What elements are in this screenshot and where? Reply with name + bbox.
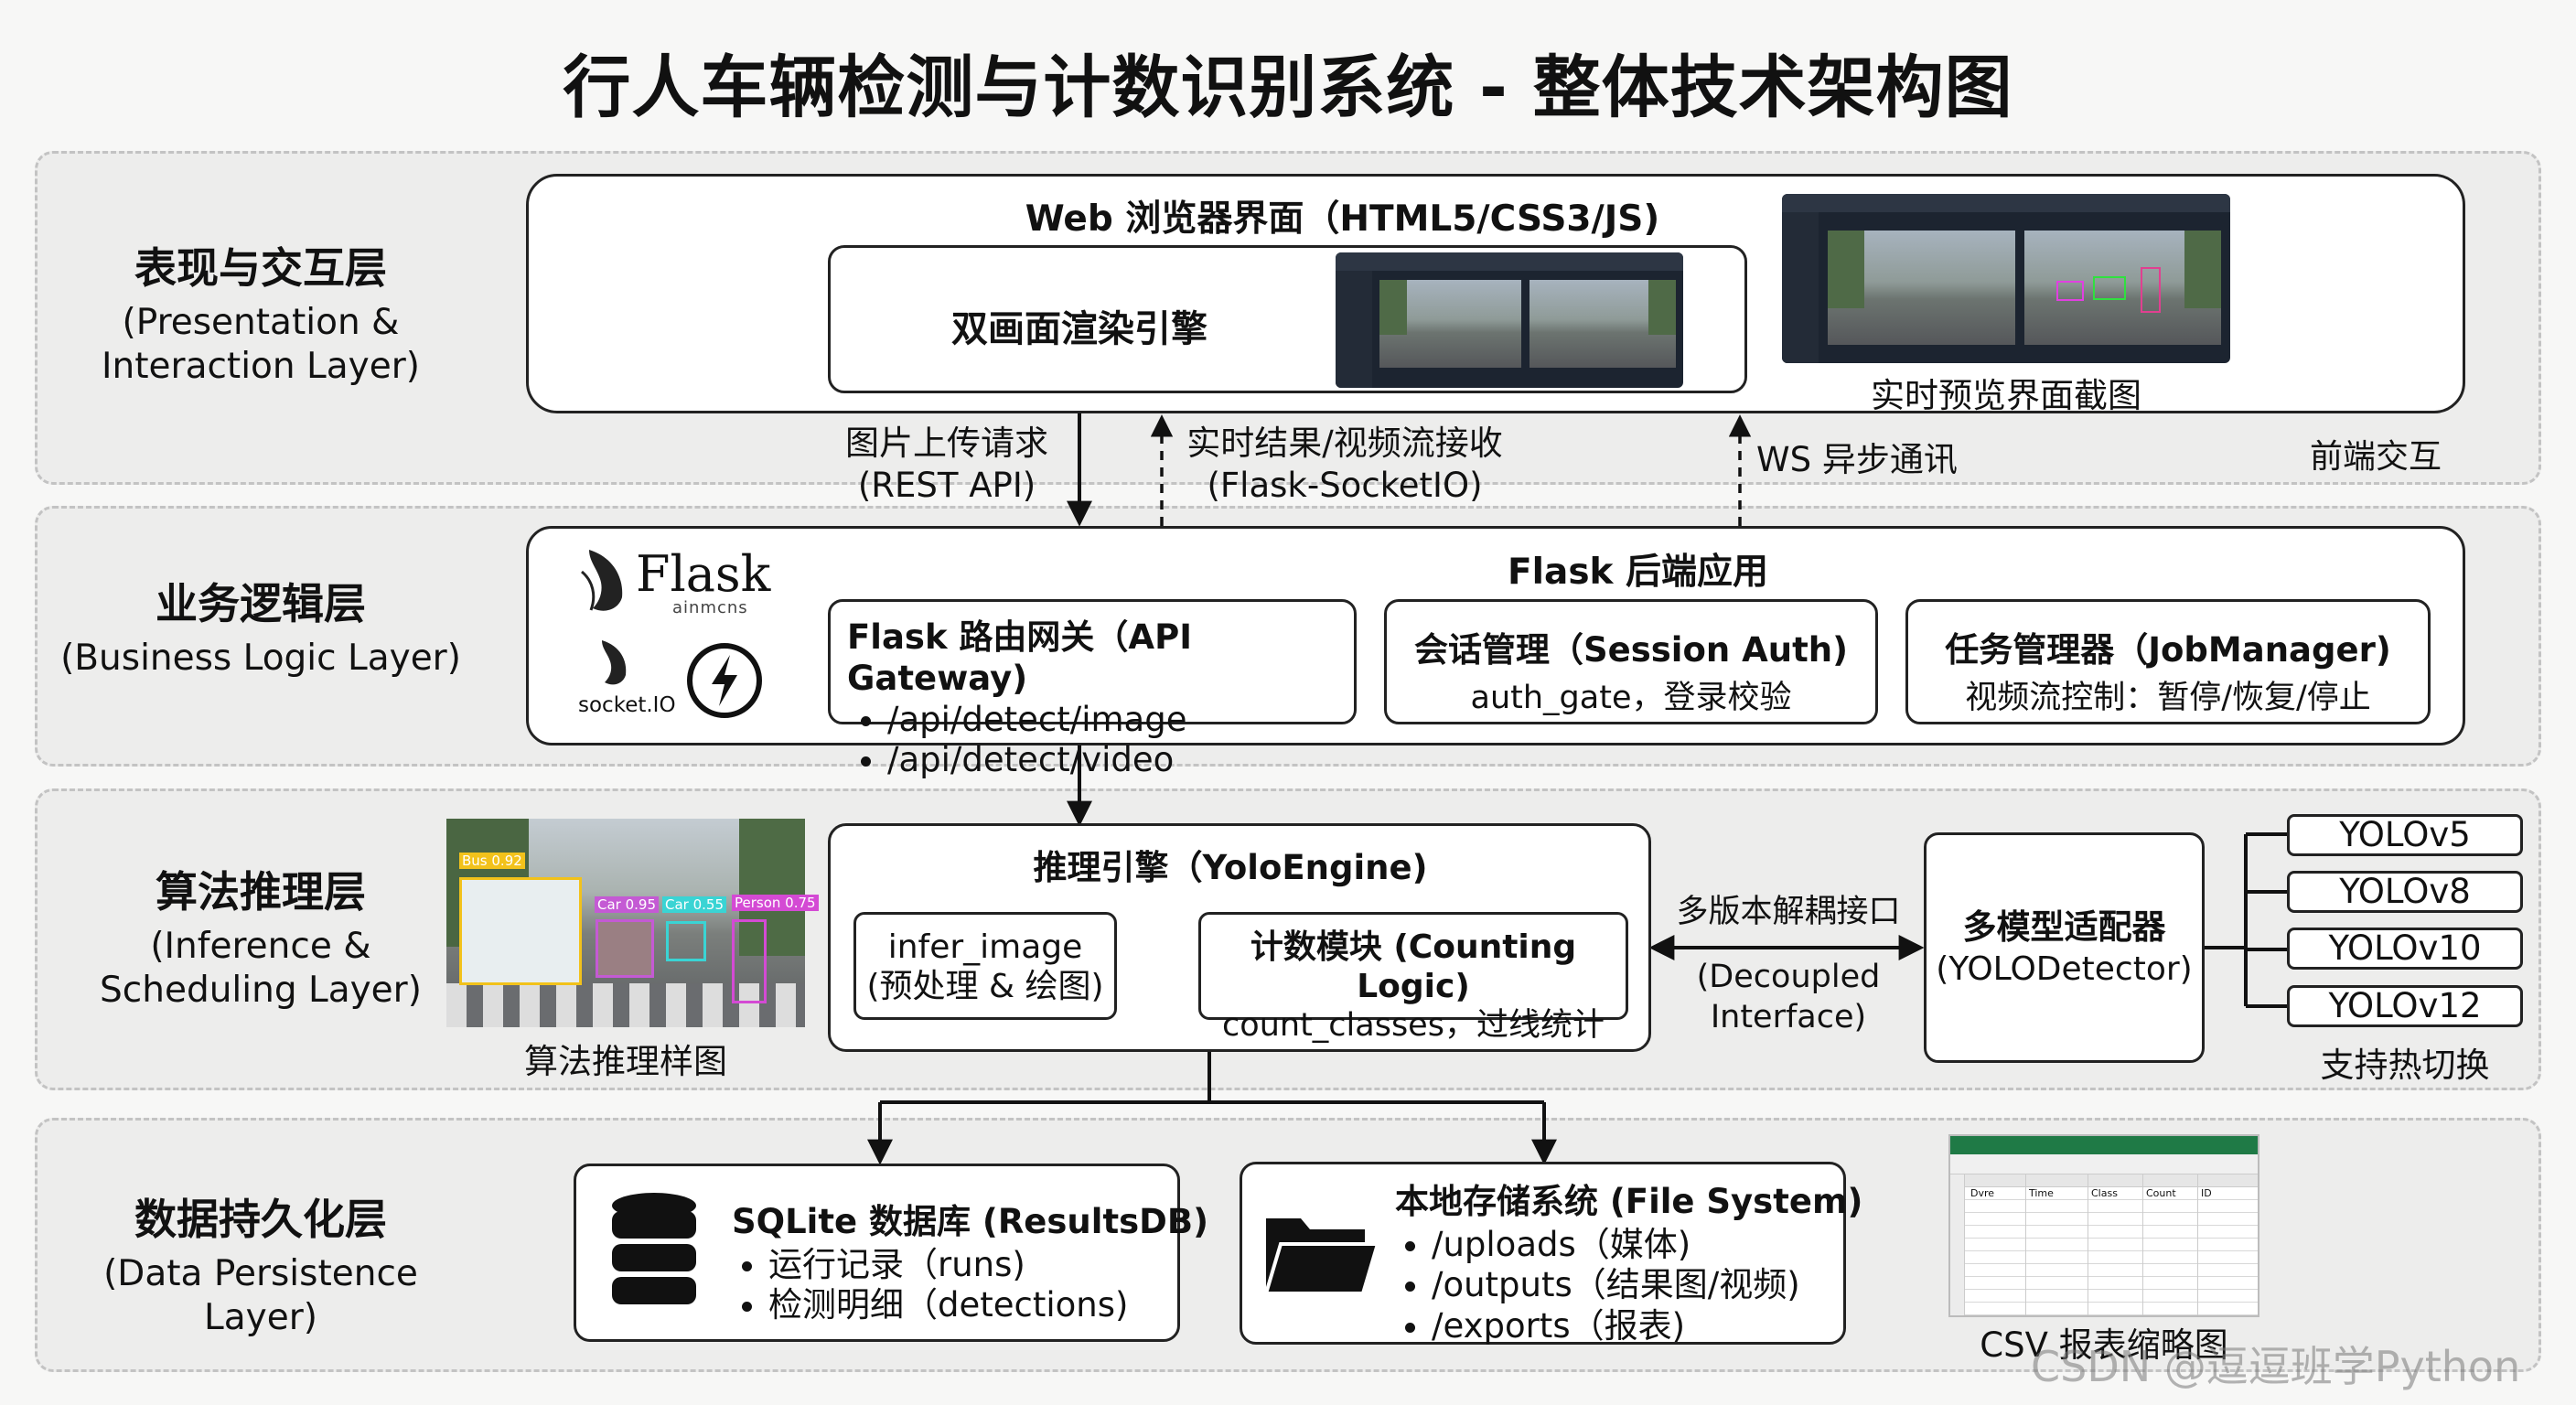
decoupled-label-en: (Decoupled Interface)	[1696, 959, 1881, 1035]
file-system-title: 本地存储系统 (File System)	[1395, 1182, 1863, 1221]
yolo-version-v8: YOLOv8	[2287, 871, 2523, 913]
socketio-logo-icon	[602, 640, 627, 685]
infer-image-line1: infer_image	[887, 928, 1083, 966]
gateway-route-video: /api/detect/video	[887, 740, 1354, 780]
csv-header-time: Time	[2029, 1187, 2054, 1199]
socketio-bolt-icon	[687, 643, 762, 718]
inference-label-en: (Inference & Scheduling Layer)	[100, 925, 422, 1012]
browser-title: Web 浏览器界面（HTML5/CSS3/JS)	[1025, 198, 1660, 240]
csv-header-count: Count	[2146, 1187, 2176, 1199]
det-label-car-2: Car 0.55	[662, 896, 726, 913]
file-system-text: 本地存储系统 (File System) /uploads（媒体) /outpu…	[1395, 1174, 1862, 1346]
realtime-label-en: (Flask-SocketIO)	[1207, 466, 1483, 506]
session-desc: auth_gate，登录校验	[1470, 680, 1792, 716]
counting-line2: count_classes，过线统计	[1222, 1007, 1605, 1045]
dual-render-screenshot	[1336, 252, 1683, 388]
presentation-label-zh: 表现与交互层	[134, 243, 387, 293]
sqlite-text: SQLite 数据库 (ResultsDB) 运行记录（runs) 检测明细（d…	[732, 1194, 1208, 1326]
watermark: CSDN @逗逗班学Python	[2031, 1342, 2521, 1391]
realtime-label: 实时结果/视频流接收 (Flask-SocketIO)	[1175, 423, 1514, 508]
ws-label: WS 异步通讯	[1756, 440, 1958, 479]
business-label-en: (Business Logic Layer)	[60, 637, 461, 679]
inference-sample-image	[446, 819, 805, 1027]
inference-label-zh: 算法推理层	[156, 867, 366, 917]
model-adapter-line1: 多模型适配器	[1962, 907, 2166, 947]
gateway-route-image: /api/detect/image	[887, 700, 1354, 740]
flask-logo-subtext: ainmcns	[672, 598, 748, 617]
infer-image-box: infer_image (预处理 & 绘图)	[853, 912, 1117, 1020]
dual-render-label: 双画面渲染引擎	[951, 308, 1208, 350]
socketio-logo-text: socket.IO	[578, 693, 676, 717]
upload-label-en: (REST API)	[857, 466, 1036, 506]
csv-header-class: Class	[2091, 1187, 2118, 1199]
yolo-version-v12: YOLOv12	[2287, 985, 2523, 1027]
hot-swap-label: 支持热切换	[2320, 1046, 2490, 1085]
inference-layer-label: 算法推理层 (Inference & Scheduling Layer)	[55, 866, 467, 1014]
model-adapter-line2: (YOLODetector)	[1936, 950, 2193, 989]
realtime-label-zh: 实时结果/视频流接收	[1186, 424, 1503, 463]
counting-line1: 计数模块 (Counting Logic)	[1250, 928, 1577, 1006]
flask-logo-text: Flask	[636, 545, 771, 603]
sqlite-item-detections: 检测明细（detections)	[768, 1285, 1208, 1325]
frontend-label: 前端交互	[2310, 438, 2442, 476]
sqlite-title: SQLite 数据库 (ResultsDB)	[732, 1202, 1208, 1241]
csv-thumbnail: Dvre Time Class Count ID	[1948, 1134, 2259, 1317]
counting-box: 计数模块 (Counting Logic) count_classes，过线统计	[1198, 912, 1628, 1044]
preview-screenshot	[1782, 194, 2230, 363]
presentation-layer-label: 表现与交互层 (Presentation & Interaction Layer…	[55, 242, 467, 390]
persistence-layer-label: 数据持久化层 (Data Persistence Layer)	[55, 1194, 467, 1341]
session-box: 会话管理（Session Auth) auth_gate，登录校验	[1384, 599, 1878, 724]
csv-header-row: Dvre Time Class Count ID	[1969, 1187, 2258, 1200]
fs-item-uploads: /uploads（媒体)	[1432, 1225, 1862, 1265]
yolo-engine-title: 推理引擎（YoloEngine)	[1033, 848, 1428, 887]
job-title: 任务管理器（JobManager)	[1945, 630, 2391, 670]
det-label-car-1: Car 0.95	[595, 896, 659, 913]
yolo-version-v5: YOLOv5	[2287, 814, 2523, 856]
det-label-person: Person 0.75	[732, 895, 819, 911]
sqlite-item-runs: 运行记录（runs)	[768, 1245, 1208, 1285]
business-layer-label: 业务逻辑层 (Business Logic Layer)	[55, 578, 467, 681]
job-box: 任务管理器（JobManager) 视频流控制：暂停/恢复/停止	[1905, 599, 2431, 724]
preview-caption: 实时预览界面截图	[1871, 376, 2141, 415]
gateway-title: Flask 路由网关（API Gateway)	[847, 617, 1192, 698]
csv-header-date: Dvre	[1970, 1187, 1995, 1199]
model-adapter-box: 多模型适配器 (YOLODetector)	[1924, 832, 2205, 1063]
csv-caption: CSV 报表缩略图	[1980, 1325, 2228, 1365]
database-icon	[612, 1193, 696, 1304]
inference-sample-caption: 算法推理样图	[524, 1042, 727, 1081]
fs-item-exports: /exports（报表)	[1432, 1306, 1862, 1346]
flask-app-title: Flask 后端应用	[1508, 552, 1769, 593]
det-label-bus: Bus 0.92	[459, 853, 525, 869]
persistence-label-zh: 数据持久化层	[134, 1195, 387, 1244]
decoupled-label-zh: 多版本解耦接口	[1676, 894, 1901, 930]
csv-header-id: ID	[2201, 1187, 2212, 1199]
business-label-zh: 业务逻辑层	[156, 579, 366, 628]
session-title: 会话管理（Session Auth)	[1413, 630, 1849, 670]
upload-label: 图片上传请求 (REST API)	[823, 423, 1070, 508]
persistence-label-en: (Data Persistence Layer)	[103, 1252, 418, 1339]
infer-image-line2: (预处理 & 绘图)	[866, 968, 1104, 1006]
job-desc: 视频流控制：暂停/恢复/停止	[1965, 680, 2371, 716]
flask-logo-icon	[580, 550, 623, 611]
upload-label-zh: 图片上传请求	[845, 424, 1048, 463]
diagram-title: 行人车辆检测与计数识别系统 - 整体技术架构图	[563, 48, 2013, 127]
gateway-box: Flask 路由网关（API Gateway) /api/detect/imag…	[828, 599, 1357, 779]
presentation-label-en: (Presentation & Interaction Layer)	[102, 301, 420, 388]
yolo-version-v10: YOLOv10	[2287, 928, 2523, 970]
fs-item-outputs: /outputs（结果图/视频)	[1432, 1265, 1862, 1305]
folder-icon	[1263, 1218, 1380, 1295]
